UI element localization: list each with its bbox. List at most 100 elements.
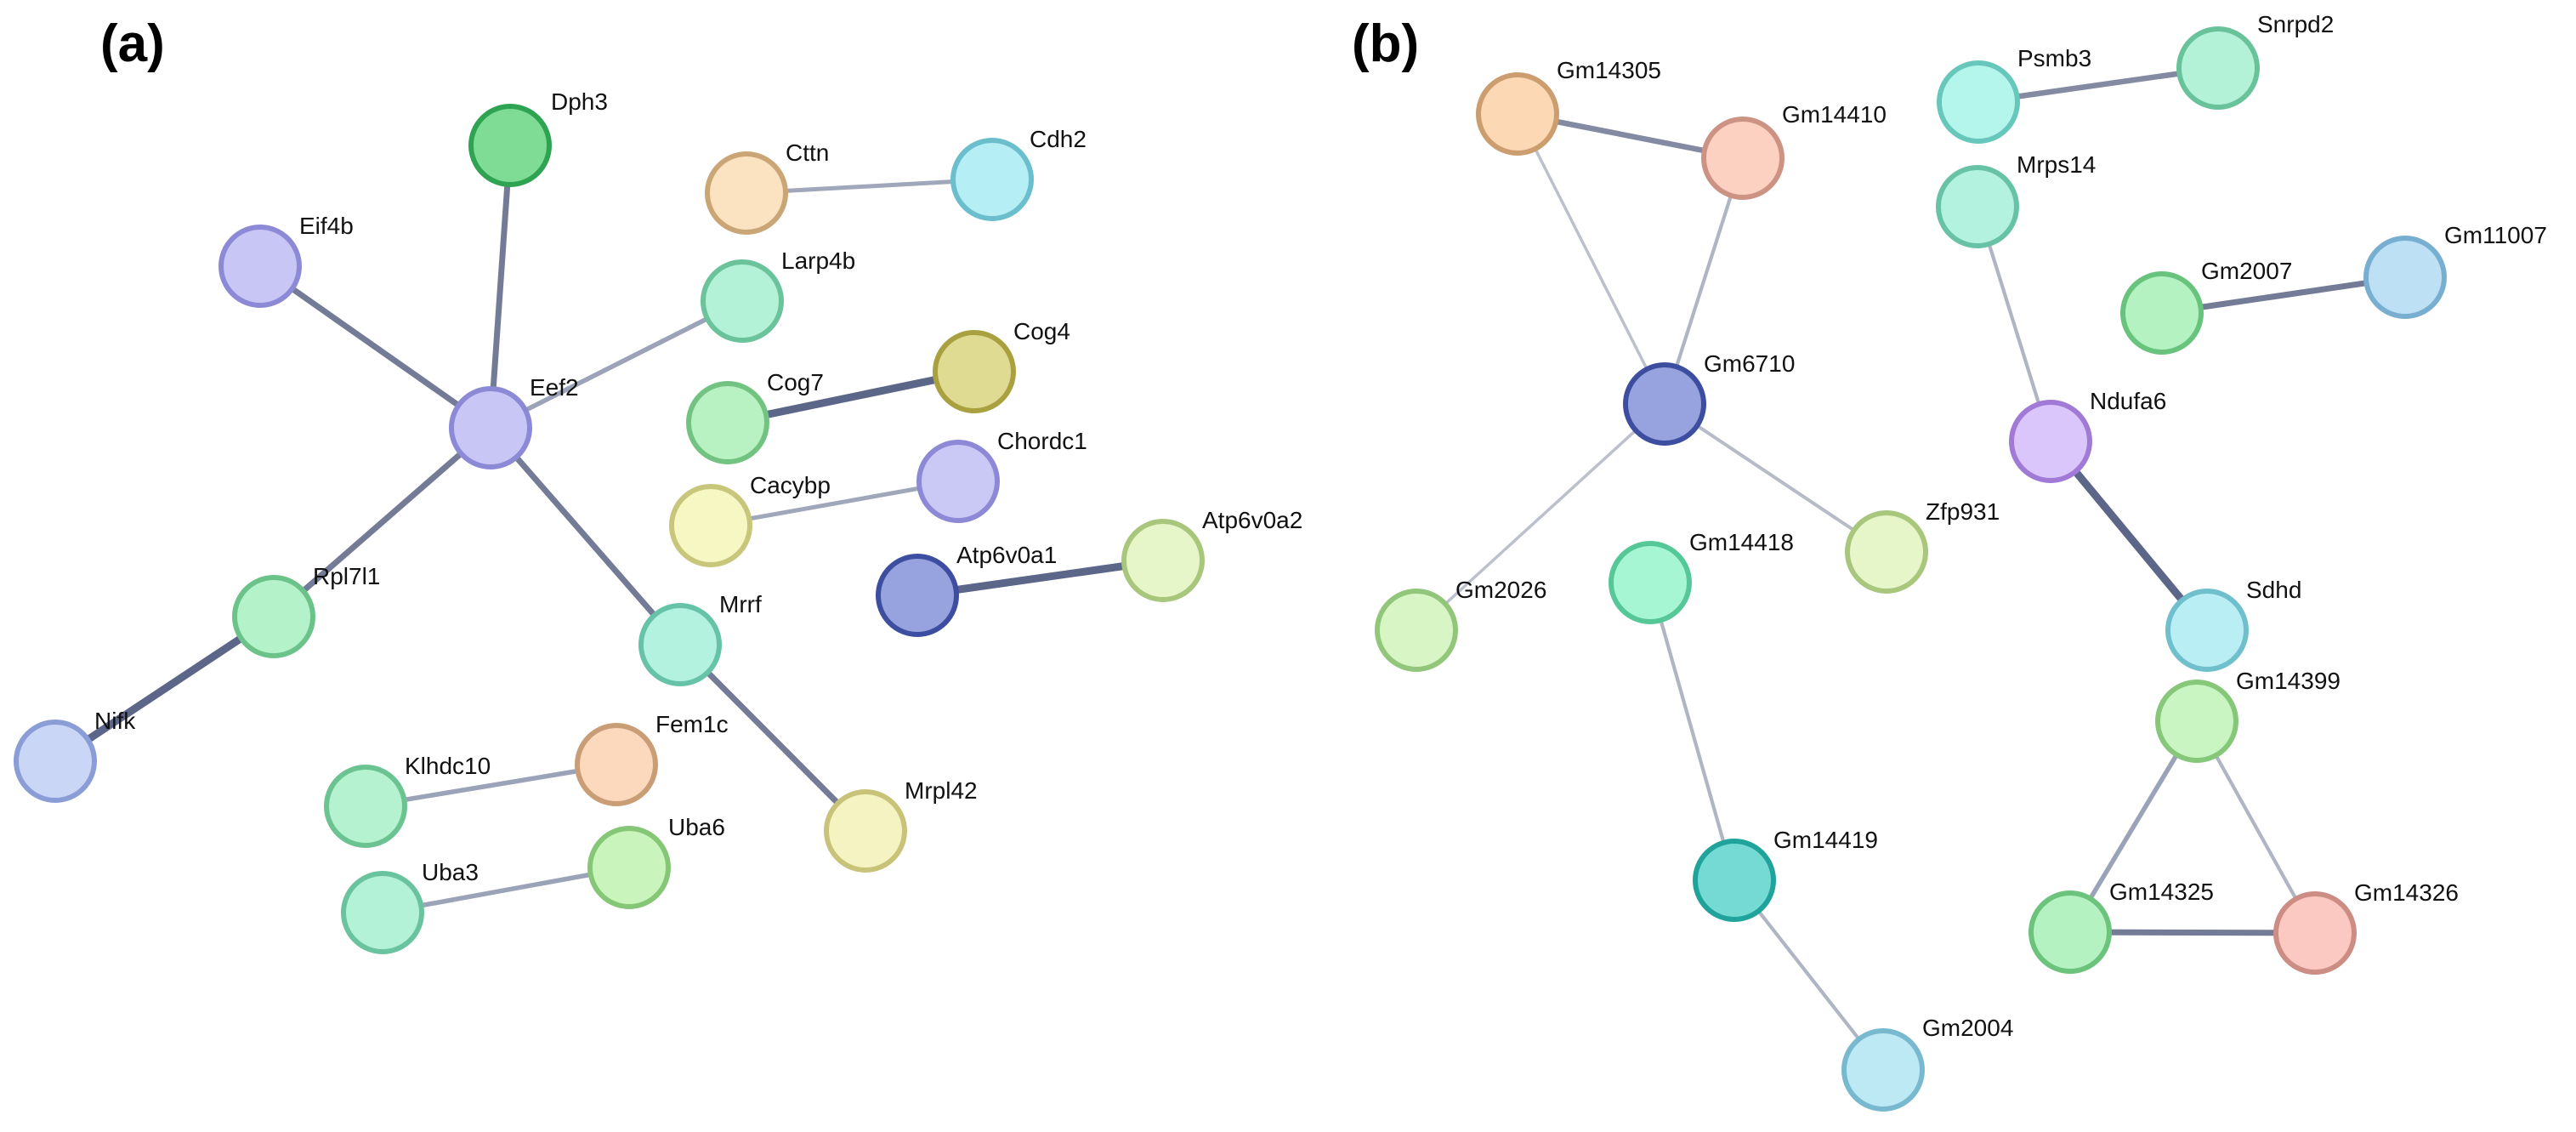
node-circle[interactable] (232, 575, 315, 658)
node-label: Klhdc10 (405, 753, 491, 779)
node-circle[interactable] (1623, 362, 1706, 446)
node-mrps14[interactable]: Mrps14 (1936, 151, 2096, 248)
node-chordc1[interactable]: Chordc1 (916, 428, 1087, 523)
node-circle[interactable] (701, 259, 784, 343)
node-circle[interactable] (2273, 891, 2357, 975)
edge-cacybp-chordc1 (708, 479, 961, 528)
node-cacybp[interactable]: Cacybp (669, 472, 831, 567)
node-psmb3[interactable]: Psmb3 (1937, 45, 2091, 144)
node-cdh2[interactable]: Cdh2 (950, 126, 1087, 221)
node-mrpl42[interactable]: Mrpl42 (824, 777, 978, 873)
node-snrpd2[interactable]: Snrpd2 (2176, 11, 2334, 110)
node-ndufa6[interactable]: Ndufa6 (2009, 388, 2166, 483)
node-circle[interactable] (324, 765, 407, 848)
node-circle[interactable] (705, 151, 788, 235)
node-atp6v0a1[interactable]: Atp6v0a1 (876, 542, 1057, 637)
node-label: Nifk (94, 708, 136, 734)
node-klhdc10[interactable]: Klhdc10 (324, 753, 491, 848)
node-uba6[interactable]: Uba6 (587, 814, 725, 909)
node-circle[interactable] (933, 330, 1016, 413)
node-circle[interactable] (669, 484, 752, 567)
node-cttn[interactable]: Cttn (705, 139, 829, 235)
node-gm14326[interactable]: Gm14326 (2273, 879, 2459, 975)
node-circle[interactable] (218, 225, 302, 308)
node-circle[interactable] (14, 720, 97, 803)
node-circle[interactable] (2155, 680, 2238, 763)
node-fem1c[interactable]: Fem1c (575, 711, 729, 806)
node-label: Ndufa6 (2090, 388, 2166, 414)
node-circle[interactable] (1845, 510, 1928, 594)
node-rpl7l1[interactable]: Rpl7l1 (232, 563, 380, 658)
node-circle[interactable] (1121, 519, 1205, 602)
node-gm14418[interactable]: Gm14418 (1609, 529, 1794, 624)
edge-klhdc10-fem1c (363, 762, 619, 809)
node-gm14325[interactable]: Gm14325 (2028, 879, 2214, 974)
node-circle[interactable] (2363, 236, 2447, 319)
node-zfp931[interactable]: Zfp931 (1845, 498, 2000, 594)
node-eef2[interactable]: Eef2 (449, 374, 579, 469)
node-label: Gm2007 (2201, 258, 2292, 284)
node-eif4b[interactable]: Eif4b (218, 213, 354, 308)
node-label: Gm2004 (1922, 1015, 2013, 1041)
node-circle[interactable] (1937, 60, 2020, 144)
node-circle[interactable] (2165, 589, 2249, 672)
node-label: Gm14325 (2109, 879, 2214, 905)
node-circle[interactable] (2176, 26, 2260, 110)
node-circle[interactable] (468, 104, 552, 187)
panel-a-label: (a) (100, 14, 165, 73)
node-circle[interactable] (575, 723, 658, 806)
node-circle[interactable] (1841, 1028, 1925, 1112)
node-circle[interactable] (950, 138, 1034, 221)
node-circle[interactable] (916, 440, 1000, 523)
edge-eef2-dph3 (487, 142, 513, 431)
node-sdhd[interactable]: Sdhd (2165, 577, 2301, 672)
edge-gm14418-gm14419 (1648, 580, 1737, 883)
node-gm2026[interactable]: Gm2026 (1375, 577, 1546, 672)
edge-gm6710-gm2026 (1415, 402, 1666, 632)
node-dph3[interactable]: Dph3 (468, 88, 608, 187)
node-circle[interactable] (2028, 890, 2112, 974)
node-circle[interactable] (1936, 165, 2019, 248)
node-circle[interactable] (824, 789, 907, 873)
node-label: Gm14399 (2236, 668, 2341, 694)
node-circle[interactable] (1693, 839, 1776, 922)
node-circle[interactable] (2120, 271, 2204, 355)
node-circle[interactable] (341, 871, 424, 954)
node-label: Gm14410 (1782, 101, 1887, 128)
node-atp6v0a2[interactable]: Atp6v0a2 (1121, 507, 1302, 602)
edge-mrrf-mrpl42 (677, 641, 869, 834)
node-label: Gm14326 (2354, 879, 2459, 906)
node-gm14419[interactable]: Gm14419 (1693, 827, 1878, 922)
node-mrrf[interactable]: Mrrf (638, 591, 762, 686)
node-gm6710[interactable]: Gm6710 (1623, 350, 1795, 446)
node-gm2004[interactable]: Gm2004 (1841, 1015, 2013, 1112)
node-circle[interactable] (638, 603, 722, 686)
node-circle[interactable] (449, 386, 532, 469)
edge-eef2-rpl7l1 (270, 424, 494, 620)
node-gm2007[interactable]: Gm2007 (2120, 258, 2292, 355)
node-cog7[interactable]: Cog7 (686, 369, 824, 464)
node-circle[interactable] (1476, 72, 1559, 156)
node-circle[interactable] (686, 381, 769, 464)
node-gm14399[interactable]: Gm14399 (2155, 668, 2341, 763)
node-circle[interactable] (876, 554, 959, 637)
node-larp4b[interactable]: Larp4b (701, 247, 855, 343)
node-label: Cog7 (767, 369, 824, 395)
node-label: Eif4b (299, 213, 354, 239)
node-gm11007[interactable]: Gm11007 (2363, 222, 2547, 319)
node-label: Gm2026 (1455, 577, 1546, 603)
node-label: Sdhd (2246, 577, 2301, 603)
node-label: Cog4 (1013, 318, 1070, 344)
node-label: Uba6 (668, 814, 725, 840)
node-circle[interactable] (1375, 589, 1458, 672)
node-cog4[interactable]: Cog4 (933, 318, 1070, 413)
node-gm14410[interactable]: Gm14410 (1701, 101, 1887, 200)
node-gm14305[interactable]: Gm14305 (1476, 57, 1661, 156)
node-circle[interactable] (2009, 400, 2092, 483)
node-uba3[interactable]: Uba3 (341, 859, 479, 954)
node-circle[interactable] (1609, 541, 1692, 624)
node-nifk[interactable]: Nifk (14, 708, 136, 803)
node-circle[interactable] (1701, 117, 1784, 200)
node-label: Larp4b (781, 247, 855, 274)
node-circle[interactable] (587, 826, 671, 909)
